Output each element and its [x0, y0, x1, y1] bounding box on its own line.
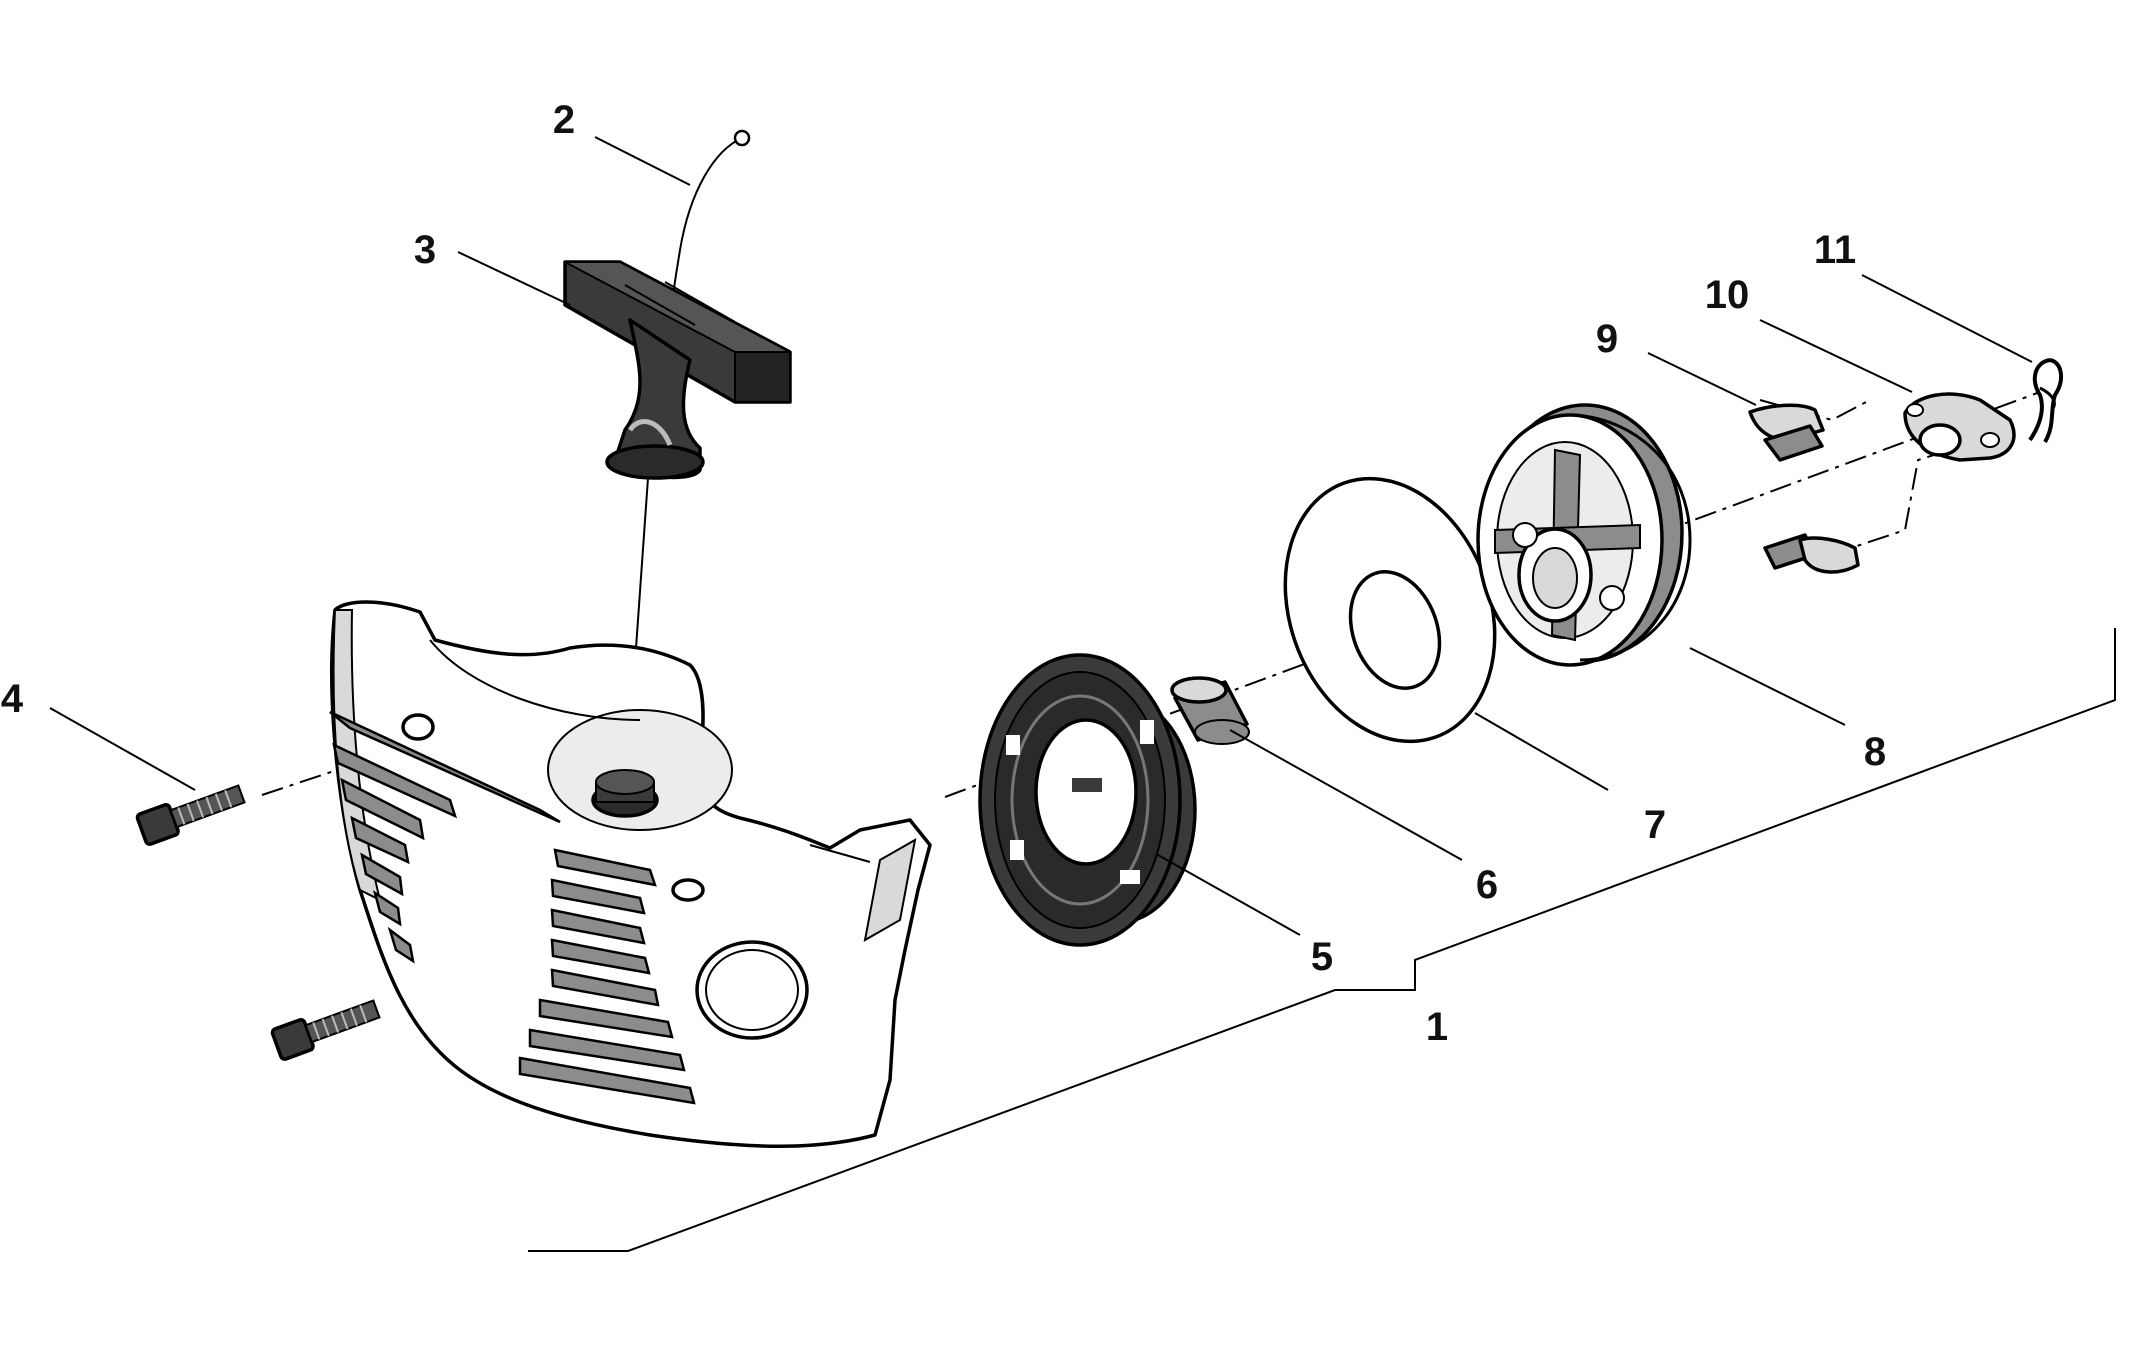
callout-5: 5 [1311, 935, 1333, 979]
callout-2: 2 [553, 98, 575, 142]
pawl-icon [1763, 533, 1860, 574]
spring-clip-icon [1861, 274, 2063, 444]
rewind-spring-icon [978, 653, 1301, 947]
callout-3: 3 [414, 228, 436, 272]
callout-7: 7 [1644, 803, 1666, 847]
starter-housing-icon [329, 600, 932, 1148]
bracket-line-1 [528, 628, 2116, 1252]
pawl-carrier-icon [1759, 319, 2016, 462]
callout-6: 6 [1476, 863, 1498, 907]
housing-louvres [329, 710, 696, 1105]
washer-icon [1283, 476, 1609, 791]
bushing-icon [1170, 676, 1463, 861]
screw-icon [49, 707, 381, 1061]
rope-pulley-icon [1476, 403, 1846, 726]
callout-11: 11 [1814, 228, 1856, 272]
callout-9: 9 [1596, 317, 1618, 361]
callout-1: 1 [1426, 1005, 1448, 1049]
callout-8: 8 [1864, 730, 1886, 774]
pawl-icon [1647, 352, 1825, 462]
callout-labels: 1 2 3 4 5 6 7 8 9 10 11 [1, 98, 1886, 1049]
callout-4: 4 [1, 677, 24, 721]
callout-10: 10 [1705, 273, 1750, 317]
starter-grip-icon [563, 260, 792, 480]
